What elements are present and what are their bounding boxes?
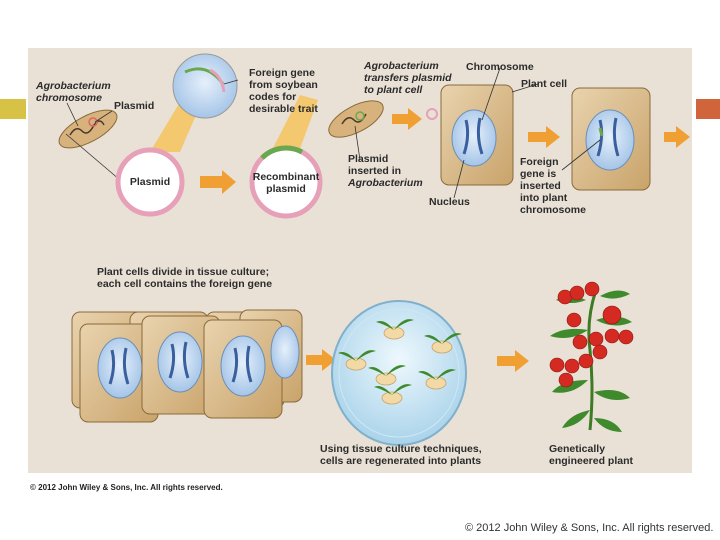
- label-plasmid-top: Plasmid: [114, 100, 155, 112]
- label-cells-divide: Plant cells divide in tissue culture; ea…: [97, 266, 273, 290]
- label-foreign-gene: Foreign gene from soybean codes for desi…: [249, 67, 318, 115]
- label-plant-cell: Plant cell: [521, 78, 568, 90]
- label-plasmid-circle: Plasmid: [129, 176, 171, 188]
- accent-bar-right: [696, 99, 720, 119]
- label-plasmid-inserted-text: Plasmid inserted in Agrobacterium: [348, 153, 423, 189]
- plant-cell-2: [571, 87, 651, 191]
- figure-copyright: © 2012 John Wiley & Sons, Inc. All right…: [30, 483, 223, 492]
- petri-dish: [331, 300, 467, 446]
- plasmid-ring: [115, 147, 185, 217]
- label-chromosome: Chromosome: [466, 61, 534, 73]
- agrobacterium-left: [58, 109, 118, 149]
- label-foreign-gene-inserted: Foreign gene is inserted into plant chro…: [520, 156, 586, 216]
- label-tissue-culture: Using tissue culture techniques, cells a…: [320, 443, 482, 467]
- arrow-1: [200, 170, 236, 194]
- label-agrobacterium-chromosome: Agrobacterium chromosome: [36, 80, 111, 104]
- agrobacterium-right: [328, 100, 384, 138]
- slide-copyright: © 2012 John Wiley & Sons, Inc. All right…: [465, 522, 714, 534]
- label-nucleus: Nucleus: [429, 196, 470, 208]
- label-plasmid-inserted: Plasmid inserted in Agrobacterium: [348, 153, 423, 189]
- plant-cell-1: [440, 84, 514, 186]
- tomato-plant: [549, 281, 634, 432]
- label-recombinant-plasmid: Recombinant plasmid: [252, 171, 320, 195]
- label-agrobacterium-italic: Agrobacterium: [348, 177, 423, 189]
- tissue-culture-cells: [71, 309, 303, 423]
- label-agrobacterium-transfers: Agrobacterium transfers plasmid to plant…: [364, 60, 452, 96]
- label-genetically-engineered: Genetically engineered plant: [549, 443, 634, 467]
- accent-bar-left: [0, 99, 26, 119]
